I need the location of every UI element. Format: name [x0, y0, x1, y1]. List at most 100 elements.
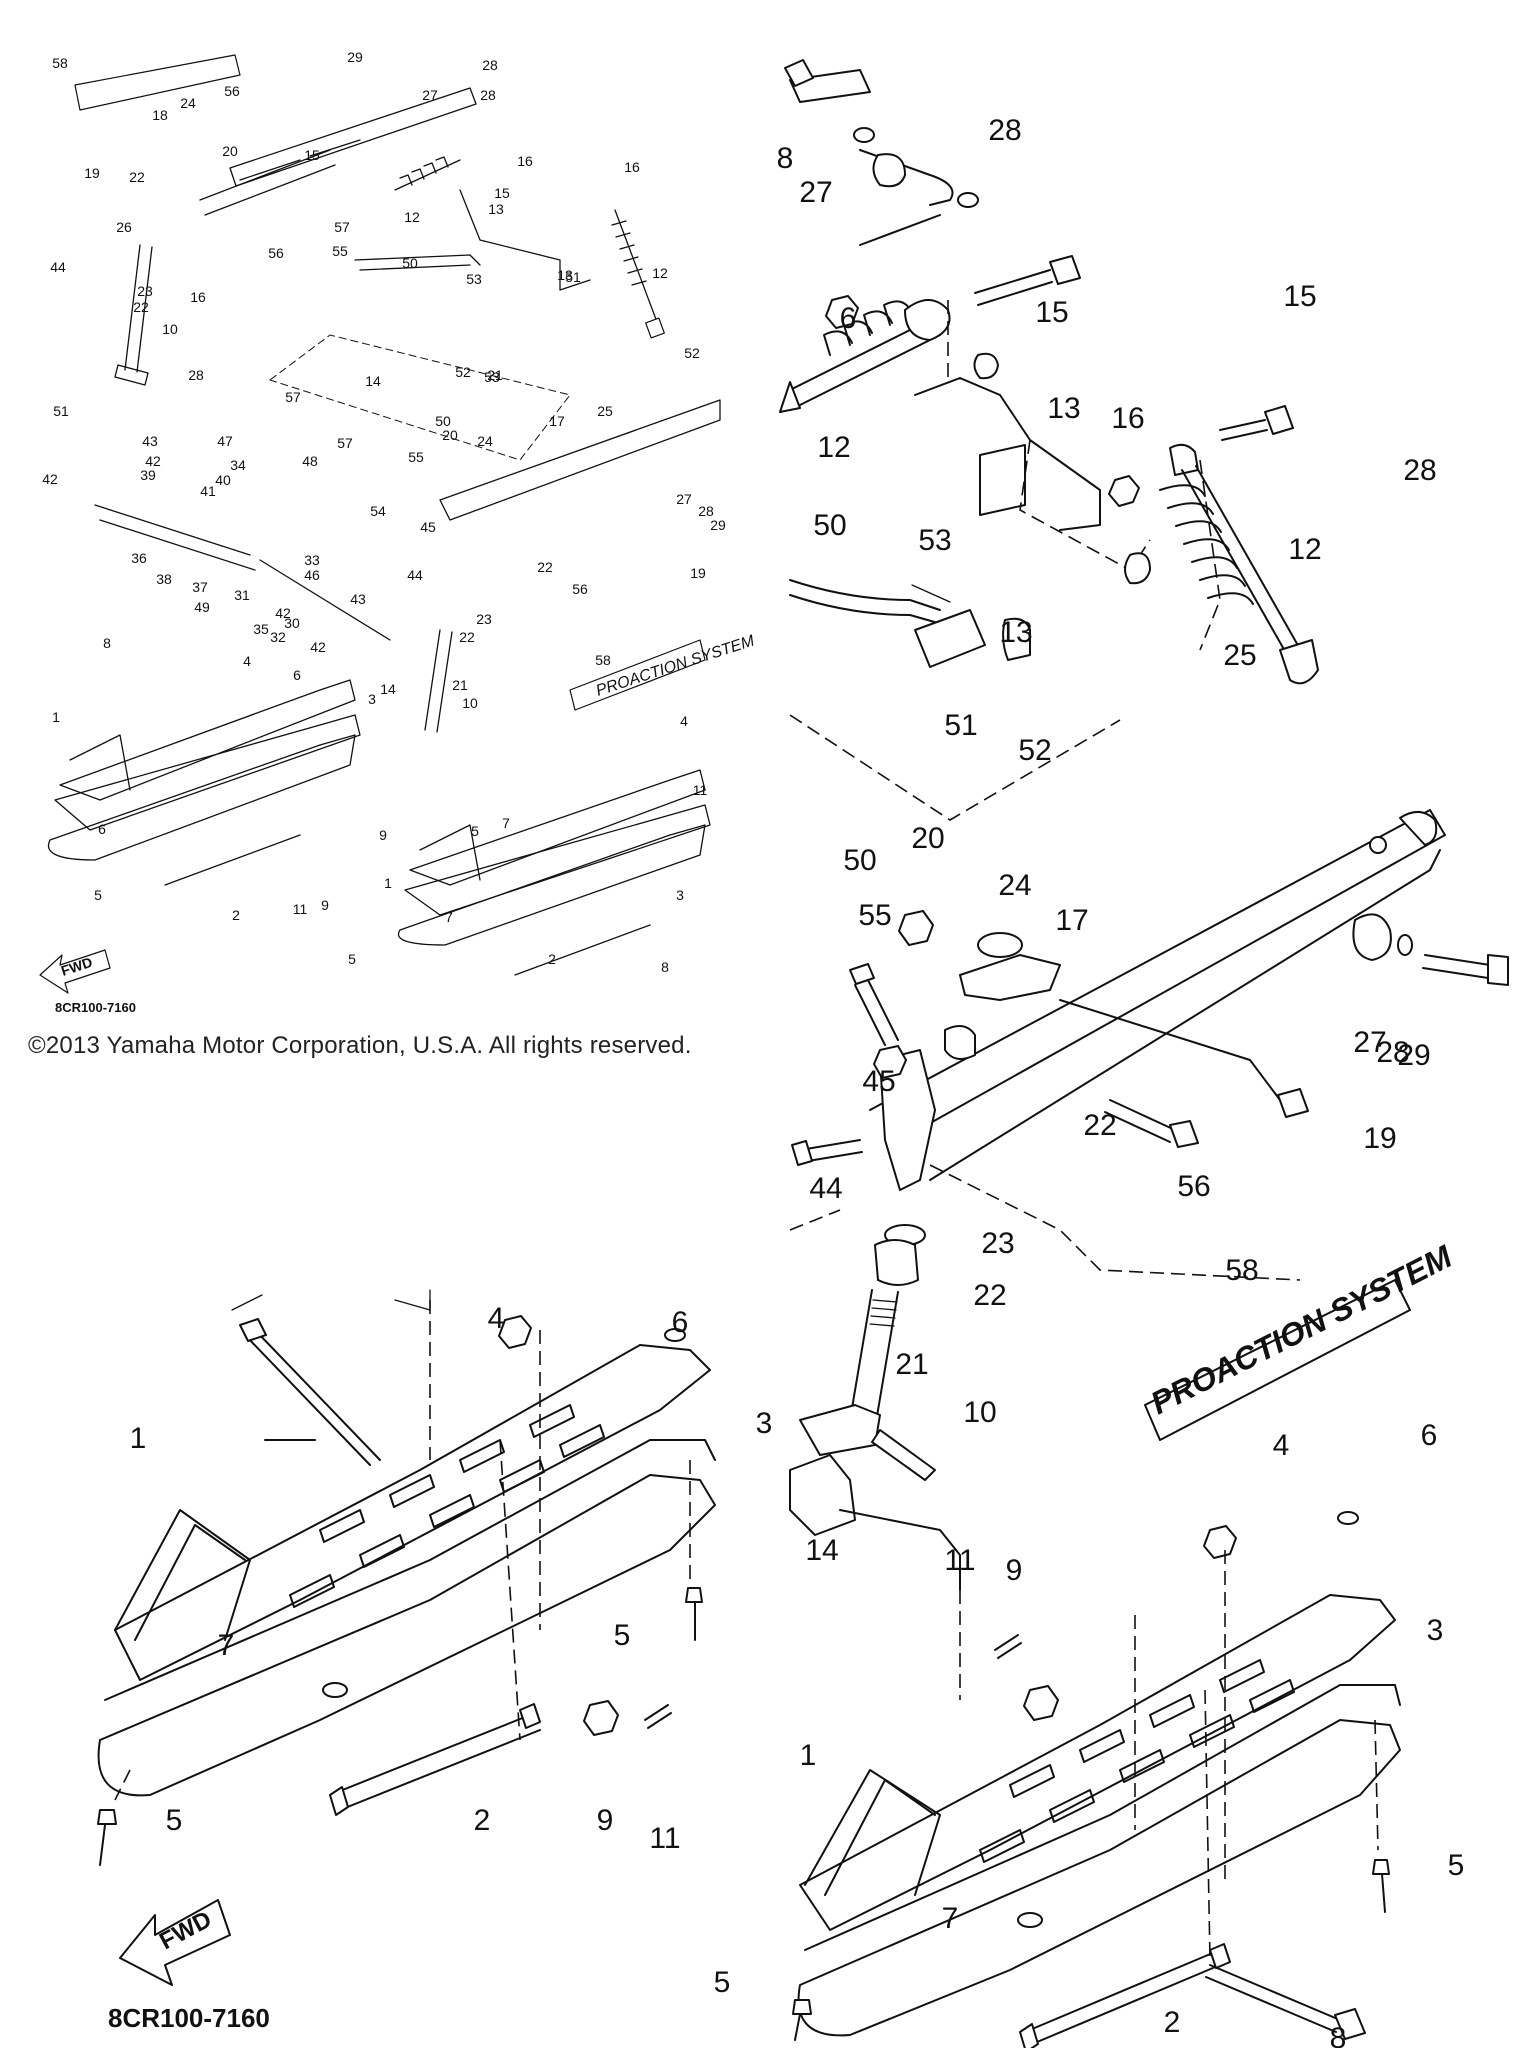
nut-4: [498, 1315, 532, 1349]
overview-callout-55: 55: [332, 243, 348, 259]
spacer-lines: [839, 1509, 961, 1591]
overview-callout-54: 54: [370, 503, 386, 519]
overview-callout-28: 28: [480, 87, 496, 103]
column-foot: [114, 364, 149, 386]
detail-callout-13: 13: [1047, 392, 1080, 425]
detail-callout-28: 28: [988, 114, 1021, 147]
leader-top: [231, 1289, 431, 1311]
overview-callout-36: 36: [131, 550, 147, 566]
shock-absorber-right: [1159, 443, 1319, 685]
overview-callout-20: 20: [222, 143, 238, 159]
detail-callout-11: 11: [944, 1544, 975, 1577]
overview-callout-42: 42: [275, 605, 291, 621]
overview-callout-43: 43: [350, 591, 366, 607]
washer-28-mid2: [1397, 934, 1413, 956]
detail-callout-25: 25: [1223, 639, 1256, 672]
detail-callout-44: 44: [809, 1172, 842, 1205]
detail-callout-51: 51: [944, 709, 977, 742]
ski-handle-inner: [134, 1524, 246, 1641]
overview-callout-44: 44: [50, 259, 66, 275]
link-55: [849, 963, 875, 985]
overview-callout-5: 5: [348, 951, 356, 967]
overview-callout-53: 53: [484, 369, 500, 385]
wear-bar-right-ends: [1019, 1943, 1231, 2048]
overview-callout-22: 22: [537, 559, 553, 575]
ski-runner: [97, 1474, 716, 1797]
detail-callout-15: 15: [1035, 296, 1068, 329]
overview-callout-44: 44: [407, 567, 423, 583]
overview-callout-22: 22: [459, 629, 475, 645]
overview-callout-56: 56: [268, 245, 284, 261]
nut-45: [873, 1045, 907, 1079]
detail-callout-19: 19: [1363, 1122, 1396, 1155]
decal-strip: [74, 54, 241, 111]
overview-callout-22: 22: [129, 169, 145, 185]
detail-callout-6: 6: [1421, 1419, 1438, 1452]
bushing-52: [1002, 617, 1031, 661]
rail-arm-slot: [239, 139, 361, 181]
steering-column-right: [424, 629, 453, 733]
overview-callout-57: 57: [285, 389, 301, 405]
detail-upper-right: [779, 59, 1319, 821]
overview-callout-28: 28: [188, 367, 204, 383]
bolt-8-upper-head: [239, 1318, 267, 1342]
detail-callout-28: 28: [1403, 454, 1436, 487]
long-arm-25: [869, 809, 1446, 1141]
overview-callout-9: 9: [321, 897, 329, 913]
ski-right-small: [397, 769, 711, 976]
detail-callout-28: 28: [1376, 1036, 1409, 1069]
overview-callout-58: 58: [595, 652, 611, 668]
overview-callout-15: 15: [494, 185, 510, 201]
overview-callout-53: 53: [466, 271, 482, 287]
ski-edge: [104, 1439, 716, 1701]
detail-callout-8: 8: [1330, 2022, 1347, 2048]
fwd-arrow-large: FWD: [119, 1899, 231, 1986]
overview-callout-19: 19: [84, 165, 100, 181]
detail-callout-53: 53: [918, 524, 951, 557]
detail-callout-16: 16: [1111, 402, 1144, 435]
bolt-5-d: [792, 1999, 812, 2015]
overview-callout-7: 7: [445, 909, 453, 925]
detail-callout-4: 4: [1273, 1429, 1290, 1462]
bolt-19-line: [1059, 999, 1281, 1101]
bolt-15b-shank: [1219, 419, 1268, 441]
detail-callout-15: 15: [1283, 280, 1316, 313]
detail-callout-5: 5: [714, 1966, 731, 1999]
ski-right-large: [792, 1511, 1401, 2048]
ski-slots-right-inner: [1009, 1659, 1265, 1798]
overview-callout-12: 12: [652, 265, 668, 281]
rail-arm: [229, 87, 477, 187]
bolt-5-c-shank: [1381, 1873, 1386, 1913]
overview-callout-3: 3: [368, 691, 376, 707]
pin-53: [911, 584, 951, 603]
overview-callout-29: 29: [710, 517, 726, 533]
bushing-22-upper: [944, 1025, 976, 1060]
overview-callout-28: 28: [482, 57, 498, 73]
decal-small-text: PROACTION SYSTEM: [594, 632, 757, 699]
detail-callout-3: 3: [1427, 1614, 1444, 1647]
bushing-13: [973, 352, 999, 380]
ski-handle: [114, 1509, 251, 1641]
overview-callout-12: 12: [404, 209, 420, 225]
detail-callout-1: 1: [800, 1739, 817, 1772]
nut-4-right: [1203, 1525, 1237, 1559]
decal-small: [569, 639, 706, 711]
bracket-outline-51: [789, 714, 1121, 821]
overview-callout-28: 28: [698, 503, 714, 519]
detail-callout-29: 29: [1397, 1039, 1430, 1072]
wear-bar-2-right: [1024, 1951, 1221, 2046]
overview-callout-1: 1: [52, 709, 60, 725]
overview-callout-56: 56: [224, 83, 240, 99]
bracket-outline: [1019, 439, 1151, 572]
overview-callout-23: 23: [476, 611, 492, 627]
detail-callout-27: 27: [1353, 1026, 1386, 1059]
bolt-5-a: [685, 1587, 703, 1603]
washer-28-top: [853, 127, 875, 143]
overview-callout-1: 1: [384, 875, 392, 891]
washer-6: [664, 1328, 686, 1342]
overview-callout-30: 30: [284, 615, 300, 631]
ski-slots-right: [979, 1679, 1295, 1863]
nut-9-right: [1023, 1685, 1059, 1721]
